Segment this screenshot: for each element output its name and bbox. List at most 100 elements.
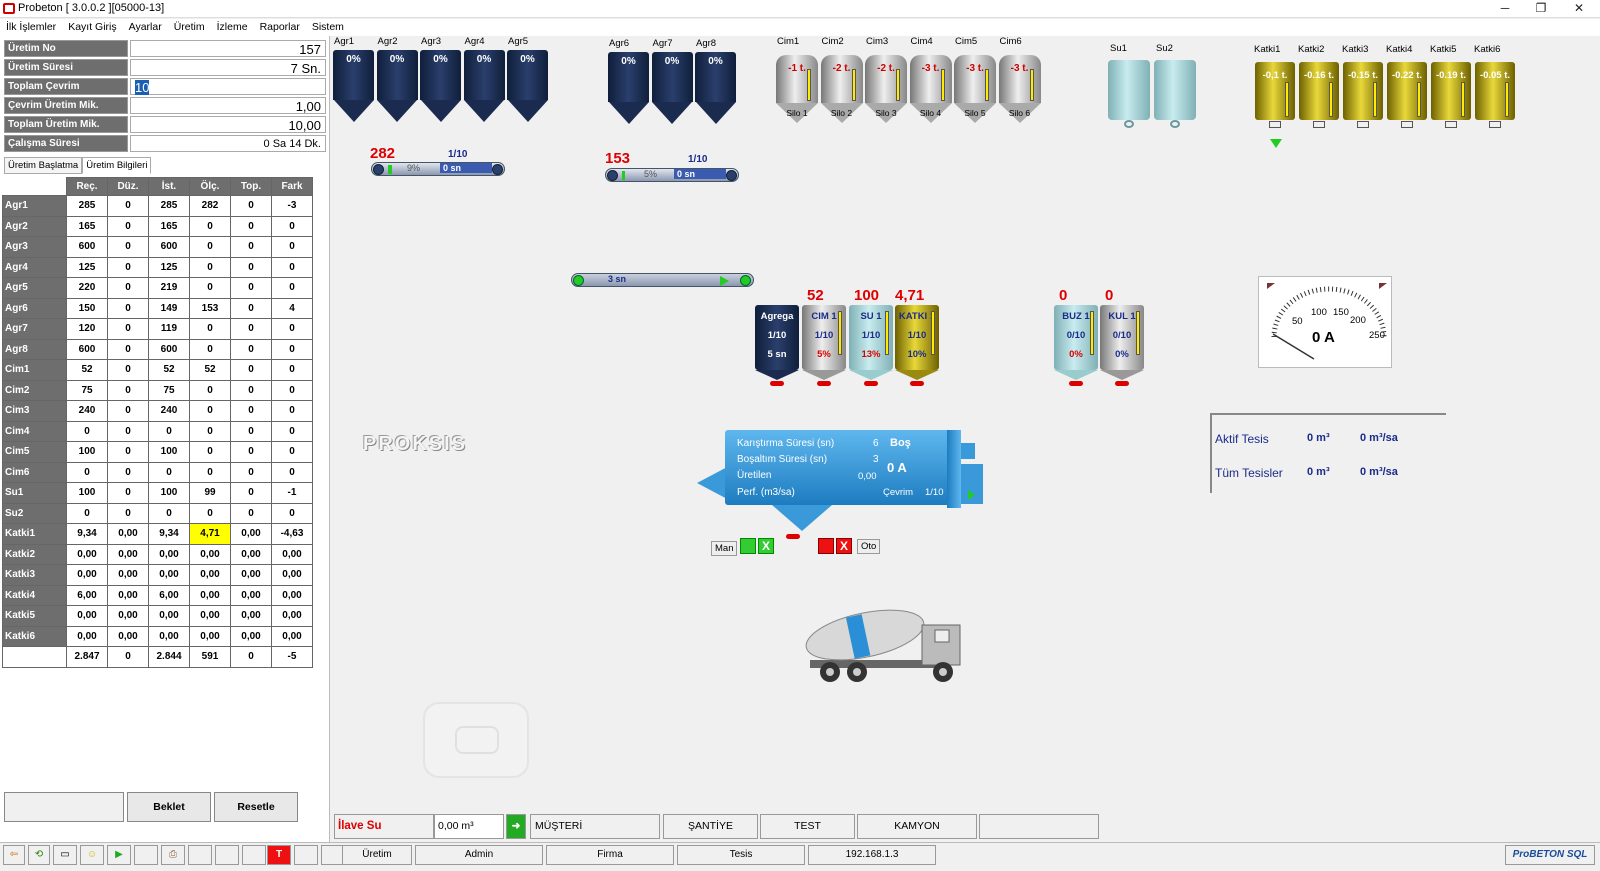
table-cell: Katki3 bbox=[2, 564, 67, 586]
menu-ilk-islemler[interactable]: İlk İşlemler bbox=[6, 21, 57, 33]
red-indicator bbox=[818, 538, 834, 554]
menu-raporlar[interactable]: Raporlar bbox=[259, 21, 300, 33]
table-cell: Agr4 bbox=[2, 256, 67, 278]
play-icon bbox=[968, 490, 975, 500]
exit-icon[interactable]: ⇦ bbox=[3, 845, 25, 865]
ghost-button[interactable] bbox=[423, 702, 529, 778]
green-stop-button[interactable]: X bbox=[758, 538, 774, 554]
gauge-tick: 100 bbox=[1311, 307, 1327, 318]
ilave-su-apply-button[interactable]: ➜ bbox=[506, 814, 526, 839]
table-cell: 0 bbox=[230, 256, 272, 278]
level-bar bbox=[1461, 82, 1465, 117]
gauge-tick: 150 bbox=[1333, 307, 1349, 318]
table-header-cell bbox=[2, 177, 67, 196]
table-cell: 4,71 bbox=[189, 523, 231, 545]
table-cell: 0,00 bbox=[230, 625, 272, 647]
table-cell: Cim5 bbox=[2, 441, 67, 463]
blank-icon[interactable] bbox=[242, 845, 266, 865]
blank-icon[interactable] bbox=[294, 845, 318, 865]
cement-silo: -1 t.Silo 1 bbox=[776, 55, 818, 123]
blank-icon[interactable] bbox=[188, 845, 212, 865]
t-icon[interactable]: T bbox=[267, 845, 291, 865]
bin-name: Agrega bbox=[760, 311, 794, 322]
truck-icon[interactable]: ▭ bbox=[53, 845, 77, 865]
table-cell: 0 bbox=[230, 482, 272, 504]
bin-weight: 0 bbox=[1105, 287, 1114, 304]
printer-icon[interactable]: ⎙ bbox=[161, 845, 185, 865]
status-ip: 192.168.1.3 bbox=[808, 845, 936, 865]
stat-m3sa: 0 m³/sa bbox=[1360, 466, 1398, 478]
additive-tank: -0.19 t. bbox=[1431, 62, 1471, 129]
wheel-icon bbox=[726, 170, 737, 181]
santiye-field[interactable]: ŞANTİYE bbox=[663, 814, 758, 839]
close-button[interactable]: ✕ bbox=[1573, 1, 1585, 15]
mixer-value-cevrim: 1/10 bbox=[925, 487, 944, 498]
menu-izleme[interactable]: İzleme bbox=[216, 21, 248, 33]
table-cell: Cim6 bbox=[2, 461, 67, 483]
bin-cone bbox=[1100, 370, 1144, 380]
table-cell: 282 bbox=[189, 195, 231, 217]
bin-weight: 4,71 bbox=[895, 287, 925, 304]
mixer-value-uretilen: 0,00 bbox=[858, 471, 877, 482]
silo-label: Agr6 bbox=[609, 38, 630, 49]
wheel-icon bbox=[373, 164, 384, 175]
menu-uretim[interactable]: Üretim bbox=[173, 21, 205, 33]
table-cell: 100 bbox=[148, 482, 190, 504]
maximize-button[interactable]: ❐ bbox=[1535, 1, 1547, 15]
minimize-button[interactable]: ─ bbox=[1500, 1, 1510, 15]
table-cell: 0 bbox=[230, 441, 272, 463]
red-stop-button[interactable]: X bbox=[836, 538, 852, 554]
resetle-button[interactable]: Resetle bbox=[214, 792, 298, 822]
musteri-field[interactable]: MÜŞTERİ bbox=[530, 814, 660, 839]
menu-sistem[interactable]: Sistem bbox=[311, 21, 344, 33]
bin-name: KATKI 1 bbox=[898, 311, 936, 322]
smiley-icon[interactable]: ☺ bbox=[80, 845, 104, 865]
table-cell: 0 bbox=[271, 318, 313, 340]
table-cell: 0 bbox=[107, 359, 149, 381]
level-bar bbox=[1029, 69, 1034, 101]
silo-cone bbox=[652, 102, 692, 124]
refresh-icon[interactable]: ⟲ bbox=[28, 845, 50, 865]
beklet-button[interactable]: Beklet bbox=[127, 792, 211, 822]
bin-name: CIM 1 bbox=[811, 311, 837, 322]
aggregate-silo: 0% bbox=[695, 52, 736, 124]
tab-uretim-bilgileri[interactable]: Üretim Bilgileri bbox=[82, 157, 152, 174]
kamyon-field[interactable]: KAMYON bbox=[857, 814, 977, 839]
table-cell: 0 bbox=[230, 502, 272, 524]
additive-tank: -0,1 t. bbox=[1255, 62, 1295, 129]
gauge-dial bbox=[1271, 286, 1387, 360]
test-field[interactable]: TEST bbox=[760, 814, 855, 839]
toplam-cevrim-input[interactable]: 10 bbox=[130, 78, 326, 95]
blank-icon[interactable] bbox=[215, 845, 239, 865]
water-tank bbox=[1108, 60, 1150, 128]
table-header-cell: Düz. bbox=[107, 177, 149, 196]
silo-body: -1 t.Silo 1 bbox=[776, 55, 818, 118]
cement-silo: -2 t.Silo 2 bbox=[820, 55, 863, 123]
blank-icon[interactable] bbox=[134, 845, 158, 865]
ilave-su-input[interactable]: 0,00 m³ bbox=[434, 814, 504, 839]
conveyor-2-time: 0 sn bbox=[674, 169, 726, 179]
tab-uretim-baslatma[interactable]: Üretim Başlatma bbox=[4, 157, 83, 174]
valve-icon bbox=[1170, 120, 1180, 128]
mixer-label-perf: Perf. (m3/sa) bbox=[737, 487, 795, 498]
table-cell: 0,00 bbox=[66, 605, 108, 627]
table-cell: Agr3 bbox=[2, 236, 67, 258]
oto-button[interactable]: Oto bbox=[857, 539, 881, 554]
man-button[interactable]: Man bbox=[711, 541, 738, 556]
menu-ayarlar[interactable]: Ayarlar bbox=[128, 21, 162, 33]
table-cell: 0 bbox=[66, 461, 108, 483]
table-cell: 0 bbox=[189, 502, 231, 524]
menu-kayit-giris[interactable]: Kayıt Giriş bbox=[68, 21, 117, 33]
table-cell: 0,00 bbox=[107, 584, 149, 606]
table-cell: 6,00 bbox=[66, 584, 108, 606]
table-cell: 0 bbox=[107, 646, 149, 668]
play-icon[interactable]: ▶ bbox=[107, 845, 131, 865]
bin-gate bbox=[1115, 381, 1129, 386]
conveyor-2-weight: 153 bbox=[605, 150, 631, 167]
table-cell: 0 bbox=[189, 236, 231, 258]
